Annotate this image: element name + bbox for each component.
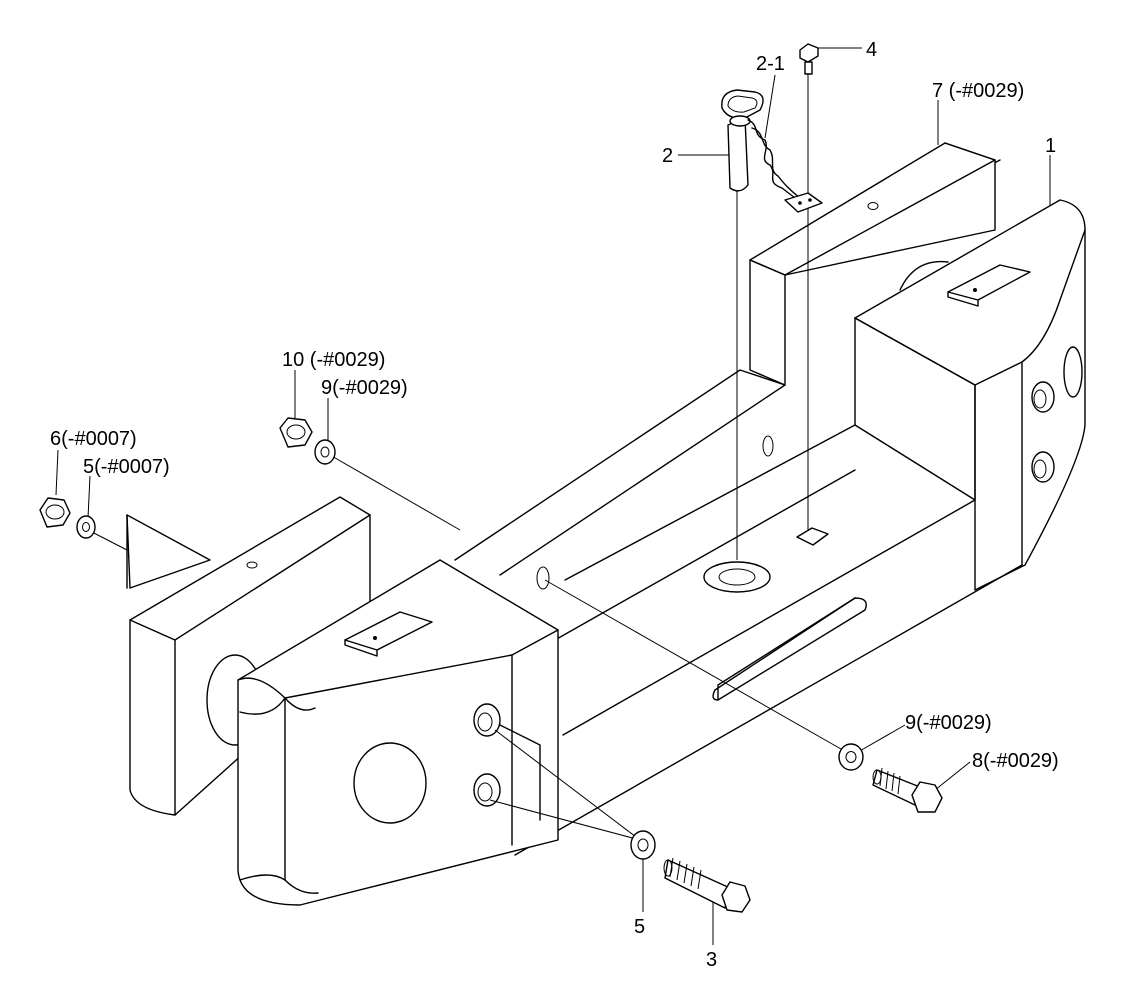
label-part-7: 7 (-#0029)	[932, 80, 1024, 102]
label-part-6: 6(-#0007)	[50, 428, 137, 450]
small-bolt	[799, 43, 819, 75]
lock-pin	[721, 89, 764, 192]
label-part-4: 4	[866, 39, 877, 61]
washer-5-bottom	[630, 830, 656, 860]
label-part-9-right: 9(-#0029)	[905, 712, 992, 734]
hex-nut-6	[39, 497, 71, 528]
hex-bolt-3	[663, 857, 751, 913]
label-part-5-left: 5(-#0007)	[83, 456, 170, 478]
washer-9-right	[838, 743, 864, 771]
label-part-9-left: 9(-#0029)	[321, 377, 408, 399]
washer-9-left	[314, 439, 336, 465]
label-part-5-bottom: 5	[634, 916, 645, 938]
part-labels: 1 2 2-1 3 4 5 5(-#0007) 6(-#0007) 7 (-#0…	[50, 39, 1059, 971]
hex-nut-10	[279, 417, 313, 448]
label-part-1: 1	[1045, 135, 1056, 157]
label-part-2-1: 2-1	[756, 53, 785, 75]
label-part-8: 8(-#0029)	[972, 750, 1059, 772]
label-part-10: 10 (-#0029)	[282, 349, 385, 371]
towing-frame	[126, 142, 1086, 906]
square-nut	[796, 527, 829, 546]
chain	[747, 119, 823, 213]
washer-5-left	[76, 515, 96, 539]
leader-lines	[55, 47, 1051, 945]
label-part-3: 3	[706, 949, 717, 971]
label-part-2: 2	[662, 145, 673, 167]
hex-bolt-8	[872, 767, 943, 813]
